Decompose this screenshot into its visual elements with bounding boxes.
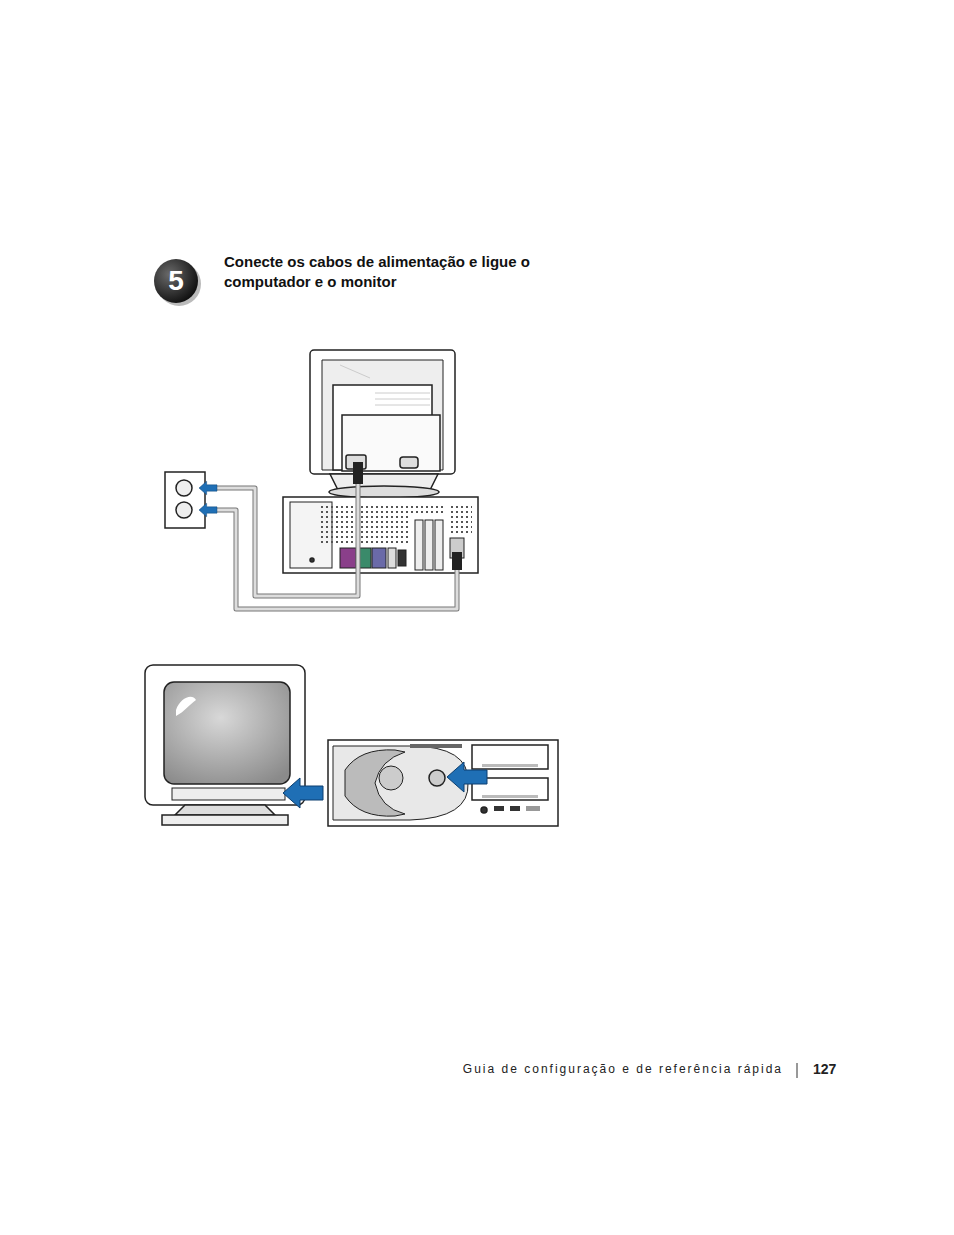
power-cables — [205, 462, 462, 609]
computer-front — [328, 740, 558, 826]
monitor-vents — [340, 365, 430, 405]
monitor-front — [145, 665, 305, 825]
step-number: 5 — [168, 265, 184, 297]
footer-title: Guia de configuração e de referência ráp… — [463, 1062, 783, 1076]
step-heading: Conecte os cabos de alimentação e ligue … — [224, 252, 569, 292]
plug-arrows — [199, 481, 217, 517]
computer-power-arrow — [447, 762, 487, 792]
monitor-back — [310, 350, 455, 498]
page-number: 127 — [813, 1061, 836, 1077]
footer-separator — [797, 1063, 798, 1078]
wall-outlet — [165, 472, 205, 528]
step-number-circle: 5 — [154, 259, 198, 303]
computer-back — [283, 497, 478, 573]
monitor-power-arrow — [283, 778, 323, 808]
